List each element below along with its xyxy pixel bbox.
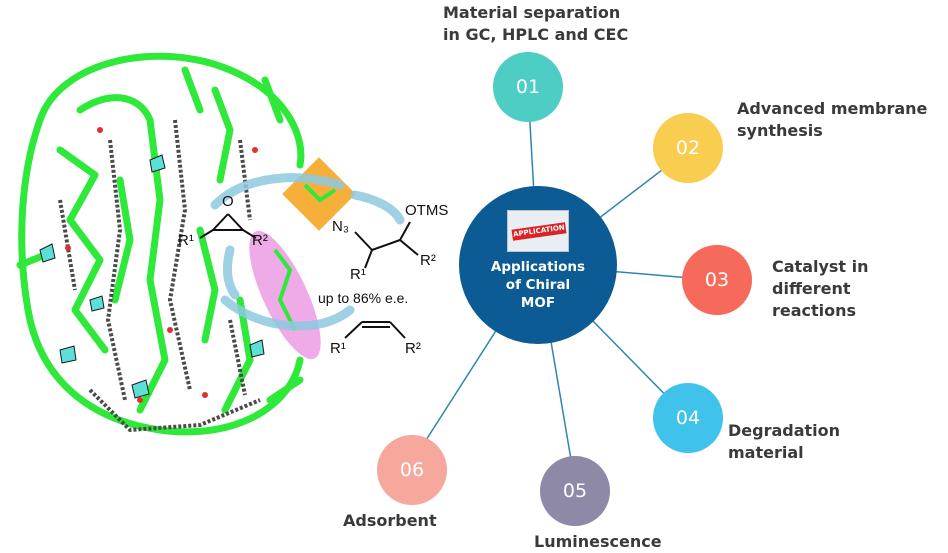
product-otms: OTMS: [405, 202, 449, 219]
node-05: 05: [540, 456, 610, 526]
highlight-green-fragments: [273, 183, 337, 331]
node-01: 01: [493, 52, 563, 122]
application-badge-text: APPLICATION: [511, 222, 567, 241]
selectivity-label: up to 86% e.e.: [318, 290, 409, 306]
mof-oxygen: [65, 127, 258, 403]
product-azide: N₃: [332, 218, 349, 235]
node-05-number: 05: [562, 480, 588, 502]
node-06-label: Adsorbent: [343, 511, 437, 530]
application-badge: APPLICATION: [507, 210, 569, 252]
node-01-number: 01: [515, 76, 541, 98]
node-02-label: Advanced membrane synthesis: [737, 99, 928, 140]
alkene-structure: [344, 321, 406, 339]
epoxide-oxygen: O: [222, 193, 234, 210]
node-01-label: Material separation in GC, HPLC and CEC: [443, 3, 629, 44]
mof-cage: [16, 52, 305, 436]
mof-nodes: [39, 154, 265, 399]
hub-circle: APPLICATION Applications of Chiral MOF: [459, 186, 617, 344]
node-03: 03: [682, 245, 752, 315]
alkene-r2: R²: [405, 340, 421, 357]
product-r2: R²: [420, 252, 436, 269]
node-04-number: 04: [675, 407, 701, 429]
node-02-number: 02: [675, 137, 701, 159]
epoxide-r1: R¹: [178, 232, 194, 249]
epoxide-r2: R²: [252, 232, 268, 249]
node-06-number: 06: [399, 459, 425, 481]
epoxide-structure: [199, 213, 257, 239]
node-03-label: Catalyst in different reactions: [772, 257, 869, 320]
alkene-r1: R¹: [330, 340, 346, 357]
hub-title: Applications of Chiral MOF: [490, 259, 586, 311]
node-04-label: Degradation material: [728, 421, 841, 462]
node-06: 06: [377, 435, 447, 505]
reaction-arrows: [210, 173, 405, 331]
mof-frame: [58, 119, 261, 433]
product-r1: R¹: [350, 266, 366, 283]
node-04: 04: [653, 383, 723, 453]
node-02: 02: [653, 113, 723, 183]
node-03-number: 03: [704, 269, 730, 291]
node-05-label: Luminescence: [534, 532, 662, 551]
product-structure: [354, 221, 419, 269]
